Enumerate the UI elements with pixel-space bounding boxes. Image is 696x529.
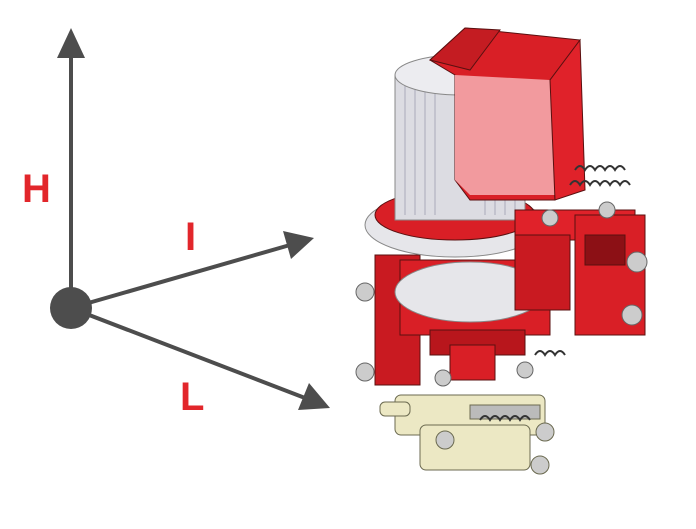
red-cover	[428, 27, 586, 201]
lower-frame	[355, 254, 551, 387]
h-label: H	[22, 167, 51, 211]
l-arrowhead	[298, 383, 330, 410]
clamp-assembly	[379, 394, 555, 475]
i-label: I	[185, 215, 196, 259]
h-arrowhead	[57, 28, 85, 58]
l-label: L	[180, 375, 204, 419]
i-arrowhead	[283, 231, 314, 259]
l-axis	[70, 306, 306, 400]
i-axis	[70, 243, 291, 310]
coordinate-axes	[50, 28, 330, 410]
side-bracket	[514, 201, 648, 336]
machine-illustration	[355, 27, 648, 475]
origin-point	[50, 287, 92, 329]
springs	[479, 165, 631, 422]
